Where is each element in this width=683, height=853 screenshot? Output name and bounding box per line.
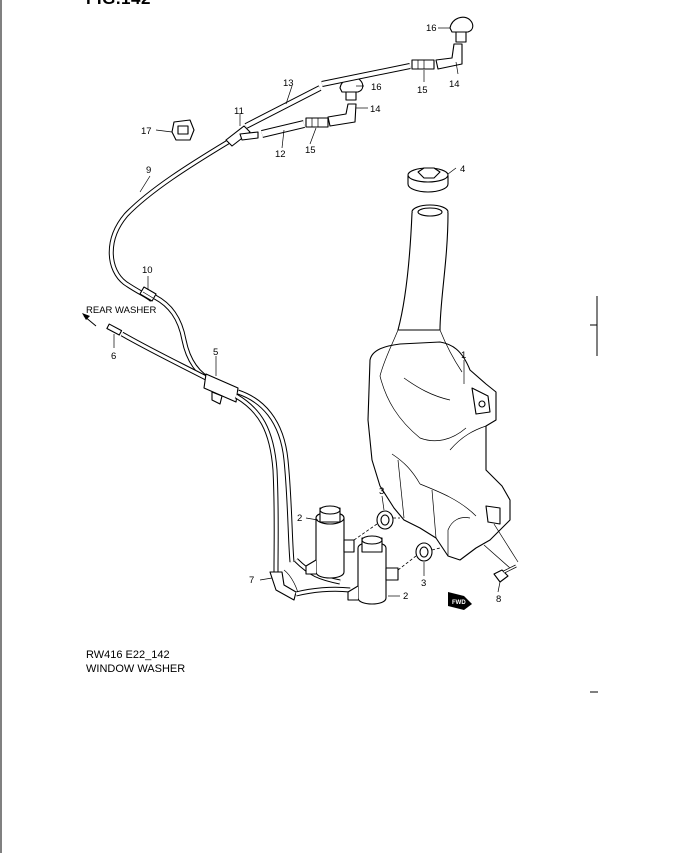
clip-5	[203, 373, 239, 405]
callout-12: 12	[275, 149, 286, 160]
figure-title: FIG.142	[86, 0, 151, 9]
connector-15-lower	[305, 117, 329, 128]
washer-pump-2-left	[305, 505, 355, 579]
callout-11: 11	[234, 106, 244, 117]
callout-1: 1	[461, 350, 466, 361]
callout-15-lower: 15	[305, 145, 316, 156]
leader-lines	[113, 27, 501, 597]
callout-numbers: 16 14 15 13 16 14 11 17 12 15 4 9 10 REA…	[86, 23, 501, 605]
callout-4: 4	[460, 164, 465, 175]
callout-16-lower: 16	[371, 82, 382, 93]
elbow-joint-7	[269, 569, 299, 601]
nozzle-16-upper	[449, 16, 474, 43]
callout-3-upper: 3	[379, 486, 384, 497]
elbow-14-upper	[435, 43, 463, 70]
connector-10	[139, 286, 157, 302]
grommet-3-lower	[397, 542, 441, 571]
callout-2-right: 2	[403, 591, 408, 602]
callout-10: 10	[142, 265, 153, 276]
callout-3-lower: 3	[421, 578, 426, 589]
bolt-8	[493, 564, 517, 583]
grommet-3-upper	[353, 510, 400, 541]
callout-17: 17	[141, 126, 152, 137]
pump-outlet-hoses	[294, 558, 351, 597]
callout-14-lower: 14	[370, 104, 381, 115]
hose-9	[108, 139, 230, 302]
callout-5: 5	[213, 347, 218, 358]
rear-washer-label: REAR WASHER	[86, 305, 157, 316]
callout-13: 13	[283, 78, 294, 89]
callout-14-upper: 14	[449, 79, 460, 90]
hose-upper	[321, 63, 411, 87]
pump-hoses	[234, 389, 295, 573]
washer-pump-2-right	[347, 535, 399, 605]
callout-6: 6	[111, 351, 116, 362]
rear-washer-hose-6	[82, 313, 212, 383]
elbow-14-lower	[327, 103, 357, 127]
hose-12	[261, 120, 305, 138]
callout-15-upper: 15	[417, 85, 428, 96]
hose-13	[244, 85, 322, 129]
three-way-joint-11	[225, 125, 259, 147]
callout-2-left: 2	[297, 513, 302, 524]
washer-tank-1	[367, 204, 519, 569]
callout-16-upper: 16	[426, 23, 437, 34]
tank-cap-4	[407, 167, 449, 193]
forward-direction-arrow: FWD	[448, 592, 472, 610]
figure-code: RW416 E22_142	[86, 649, 170, 661]
connector-15-upper	[411, 59, 435, 70]
callout-7: 7	[249, 575, 254, 586]
callout-8: 8	[496, 594, 501, 605]
clip-17	[171, 119, 195, 141]
fwd-label: FWD	[452, 600, 466, 606]
figure-name: WINDOW WASHER	[86, 663, 186, 675]
callout-9: 9	[146, 165, 151, 176]
